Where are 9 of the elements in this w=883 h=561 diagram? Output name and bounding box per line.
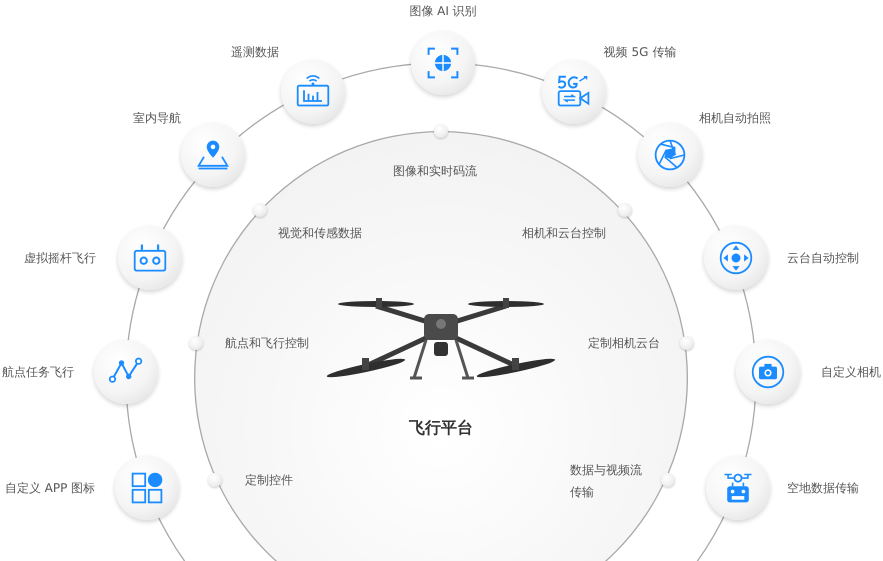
feature-label: 航点任务飞行 <box>2 364 74 381</box>
feature-label: 图像 AI 识别 <box>409 3 477 20</box>
feature-label: 自定义相机 <box>821 364 881 381</box>
feature-label: 遥测数据 <box>231 44 279 61</box>
feature-label: 视频 5G 传输 <box>604 44 676 61</box>
feature-label: 虚拟摇杆飞行 <box>24 250 96 267</box>
feature-label: 云台自动控制 <box>787 250 859 267</box>
feature-label: 自定义 APP 图标 <box>4 480 96 497</box>
feature-label: 空地数据传输 <box>787 480 859 497</box>
